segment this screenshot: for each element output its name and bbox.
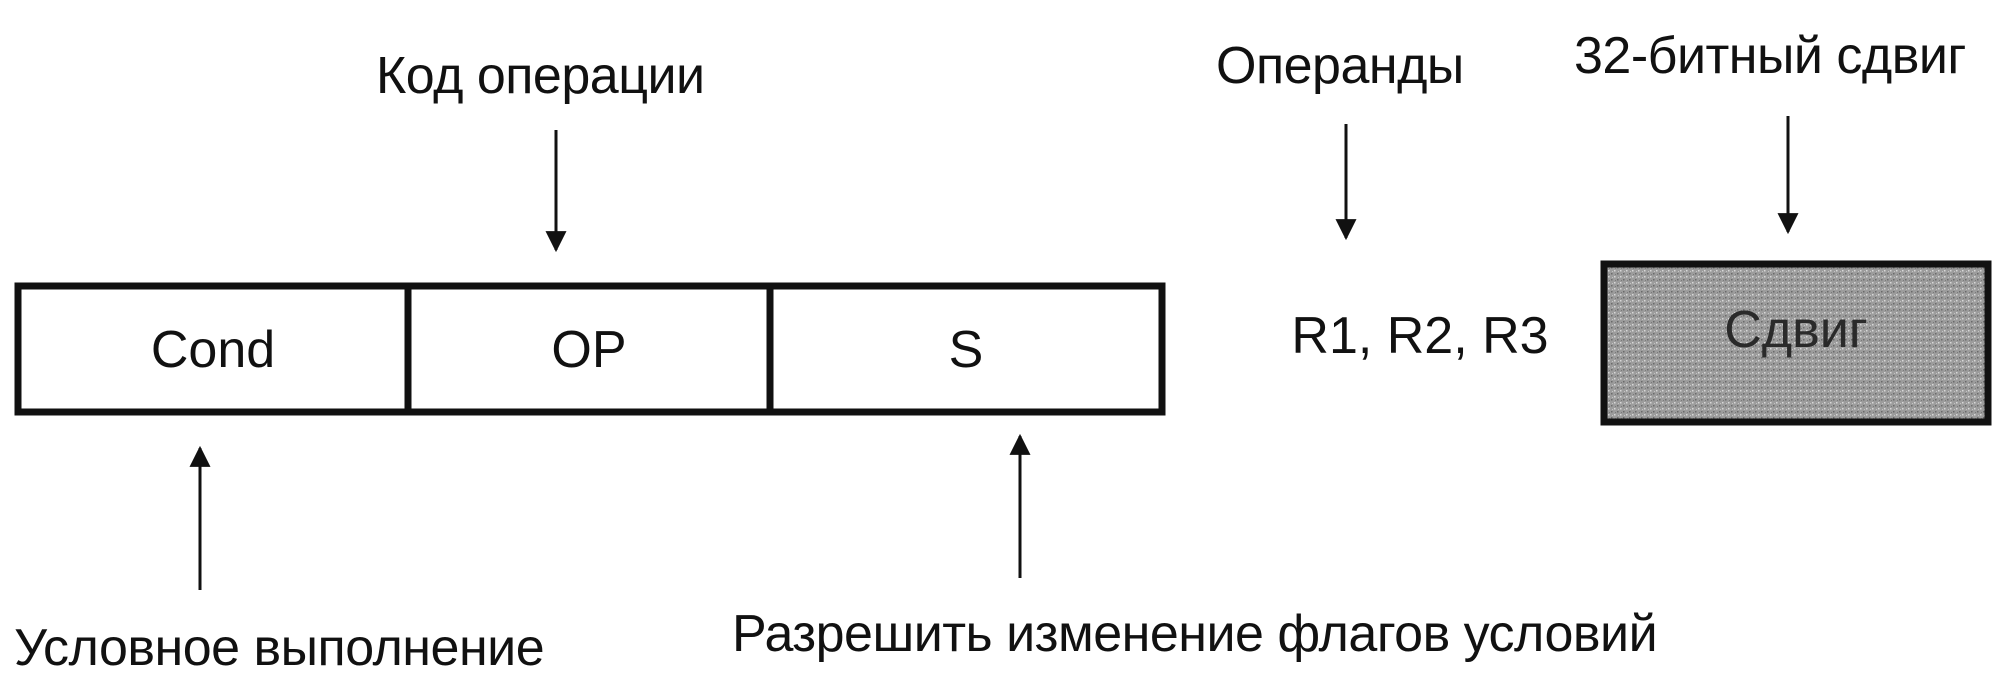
opcode-label: Код операции <box>376 47 705 105</box>
field-cond-label: Cond <box>150 321 276 379</box>
operands-label: Операнды <box>1216 37 1464 95</box>
shift32-label: 32-битный сдвиг <box>1574 27 1966 85</box>
instruction-word-box <box>14 282 1166 416</box>
field-op-box <box>404 282 774 416</box>
field-s-label: S <box>948 321 984 379</box>
conditional-label: Условное выполнение <box>14 619 545 677</box>
registers-label: R1, R2, R3 <box>1291 307 1549 365</box>
field-s-box <box>766 282 1166 416</box>
shift-box-label: Сдвиг <box>1724 301 1868 359</box>
field-cond-box <box>14 282 412 416</box>
shift-box <box>1600 260 1992 426</box>
field-op-label: OP <box>551 321 627 379</box>
set-flags-label: Разрешить изменение флагов условий <box>732 605 1658 663</box>
